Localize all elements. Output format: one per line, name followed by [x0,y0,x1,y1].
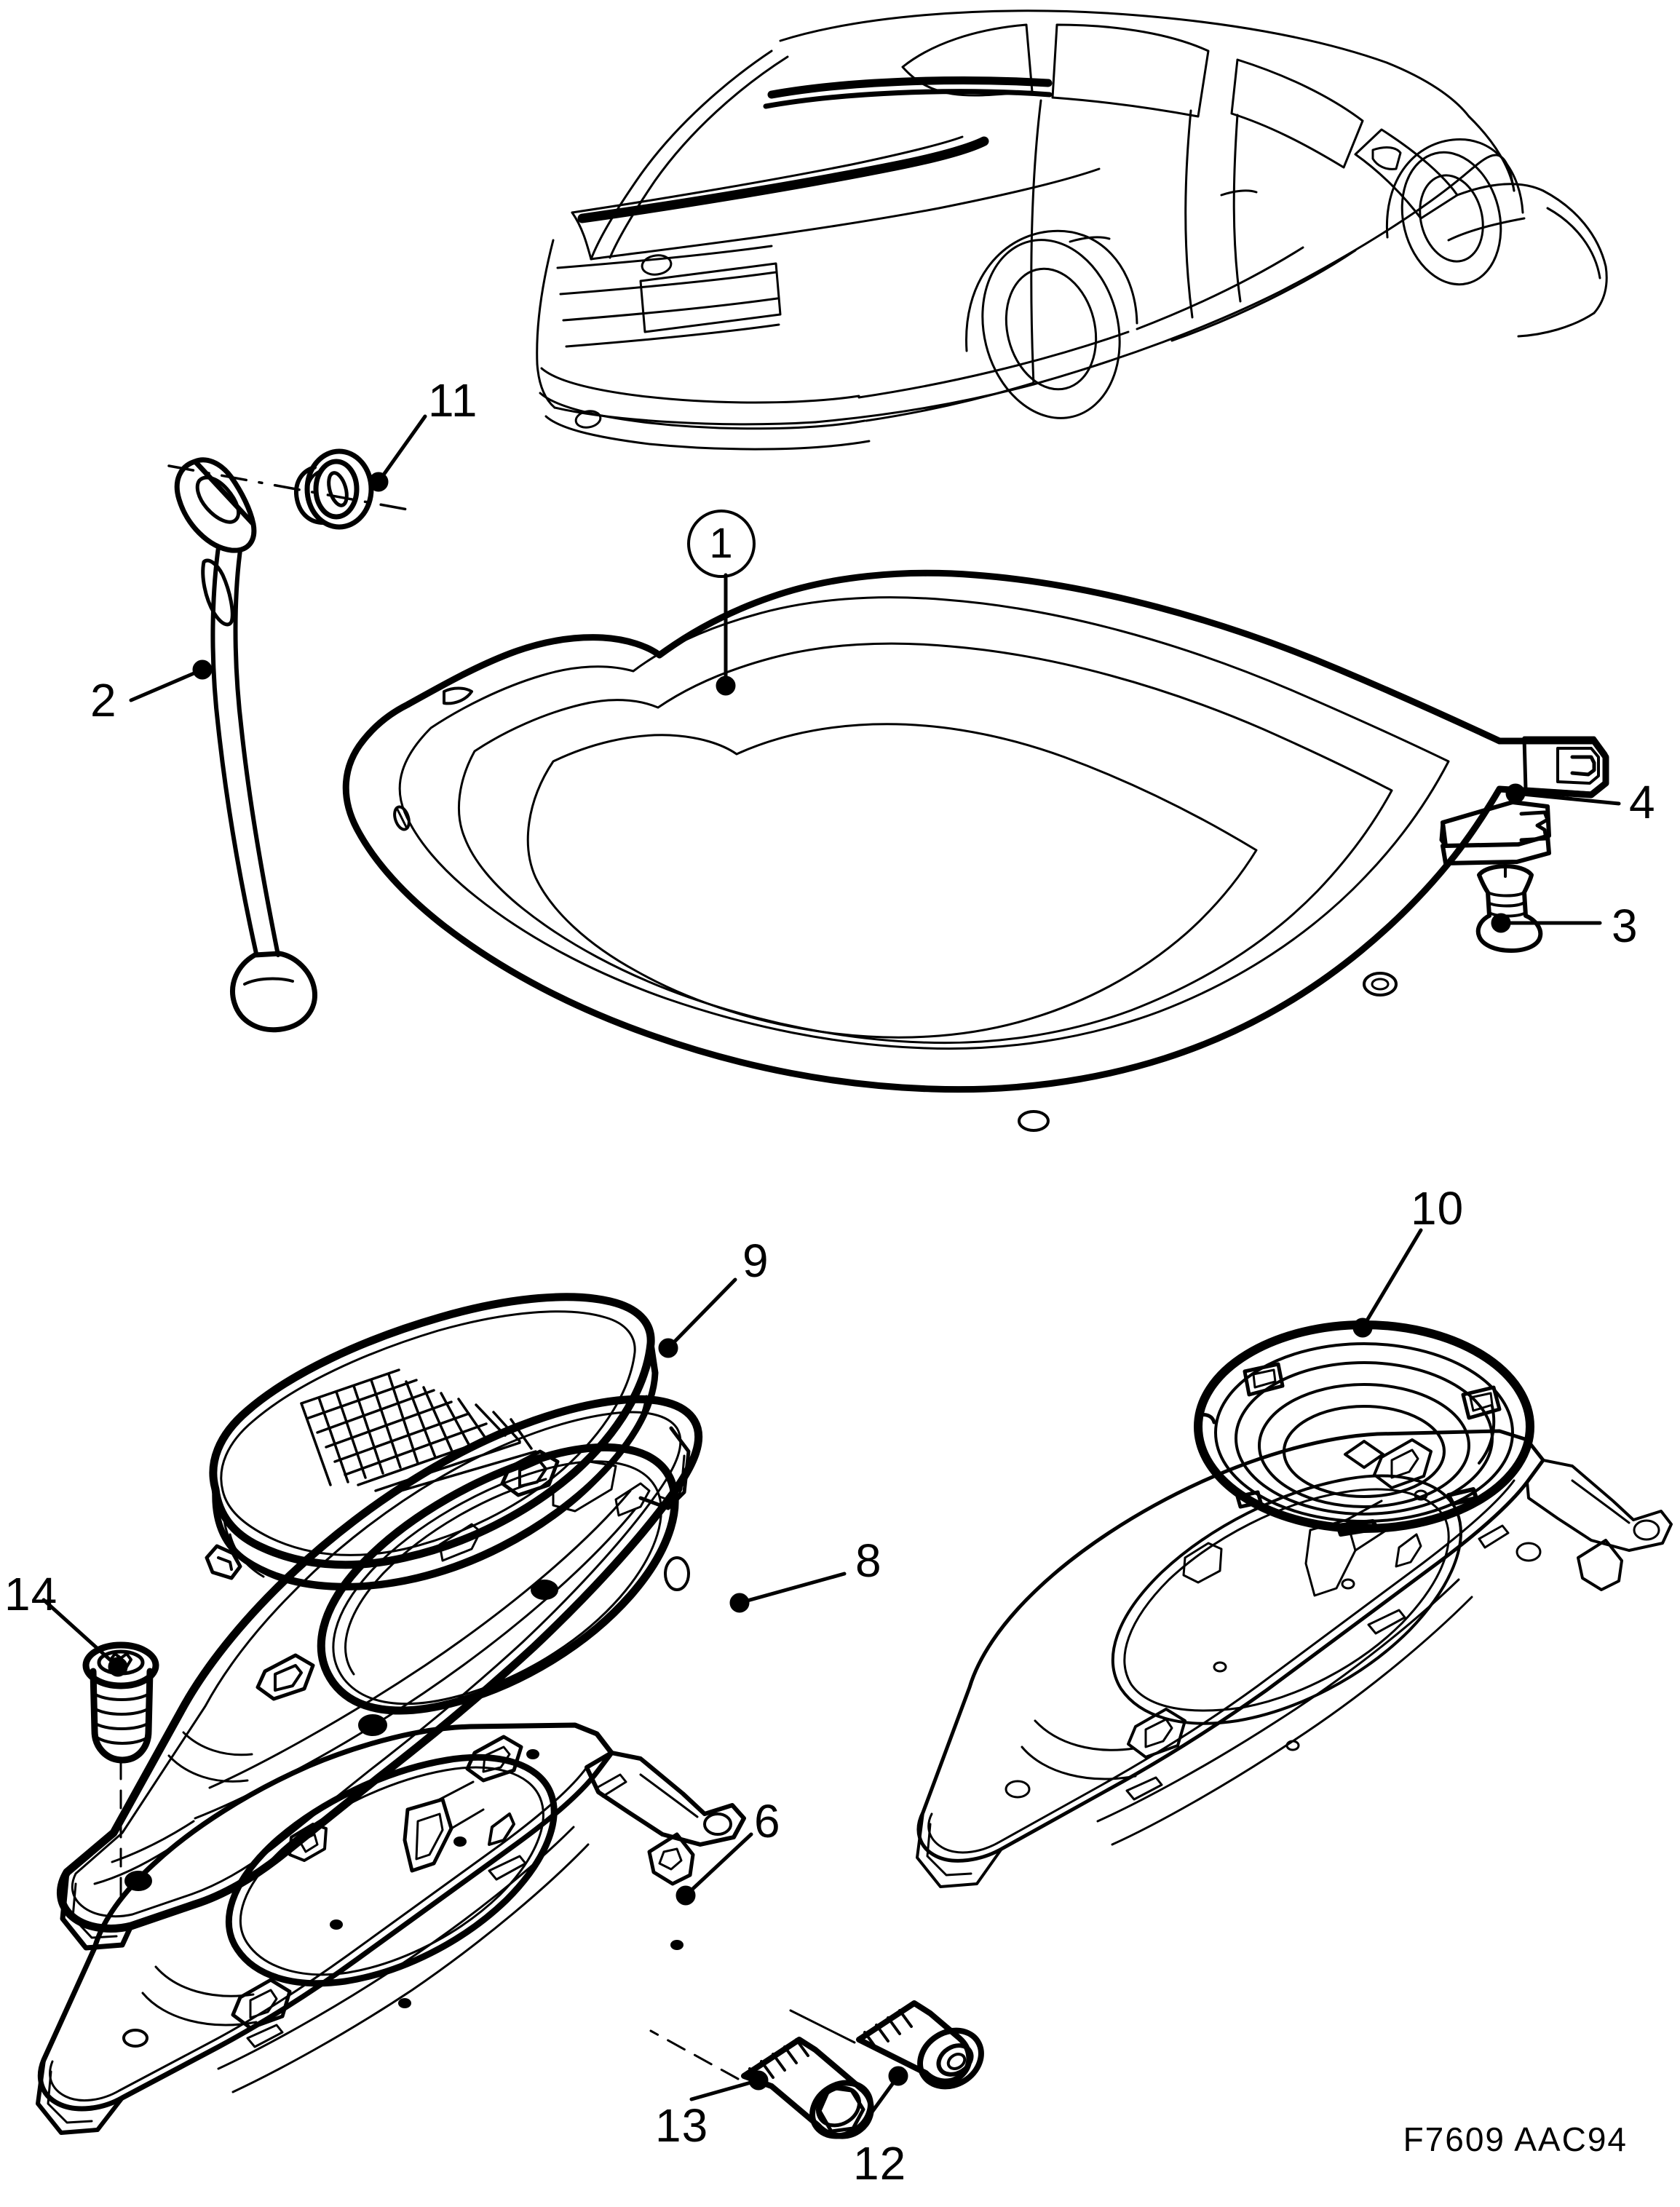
leader-dot-3 [1491,913,1511,933]
leader-dot-4 [1505,783,1526,804]
part-shoulder-stud-bolt [789,2000,984,2090]
leader-dot-1 [716,675,736,696]
diagram-code: F7609 AAC94 [1403,2120,1628,2158]
leader-dot-11 [368,472,389,492]
callout-6[interactable]: 6 [754,1795,781,1847]
part-stay-rod-grommet [294,448,374,530]
leader-line-14 [41,1598,120,1669]
leader-dot-6 [675,1885,696,1906]
leader-line-13 [689,2078,761,2101]
leader-dot-14 [108,1657,128,1677]
leader-dot-12 [888,2066,908,2086]
callout-3[interactable]: 3 [1612,900,1639,952]
leader-line-8 [737,1572,847,1605]
vehicle-illustration [536,9,1608,451]
leader-line-6 [684,1832,753,1898]
leader-line-9 [666,1277,737,1350]
leader-line-12 [861,2074,900,2126]
part-tailgate-stay-rod [174,457,317,1033]
part-torx-screw [82,1641,159,1897]
part-plastic-screw-rivet [1475,862,1543,953]
callout-11[interactable]: 11 [428,374,478,427]
callout-13[interactable]: 13 [655,2099,709,2152]
leader-dot-9 [658,1338,678,1358]
callout-8[interactable]: 8 [855,1534,882,1587]
leader-line-10 [1360,1228,1423,1330]
leader-dot-13 [748,2070,769,2091]
leader-dot-2 [192,659,213,680]
part-speaker-bracket-left [36,1722,746,2135]
assembly-axis-stay-rod [167,464,409,511]
leader-dot-10 [1352,1318,1373,1338]
leader-dot-8 [729,1593,750,1613]
part-speaker-bracket-right [916,1429,1673,1888]
leader-line-11 [376,414,427,484]
part-hex-flange-bolt [649,2029,874,2139]
callout-1[interactable]: 1 [687,510,756,578]
leader-line-2 [129,667,205,702]
callout-10[interactable]: 10 [1411,1182,1465,1235]
leader-line-4 [1513,791,1621,806]
callout-14[interactable]: 14 [4,1568,58,1620]
callout-9[interactable]: 9 [742,1235,769,1287]
callout-2[interactable]: 2 [90,674,117,726]
callout-4[interactable]: 4 [1629,776,1656,828]
callout-12[interactable]: 12 [853,2137,907,2190]
